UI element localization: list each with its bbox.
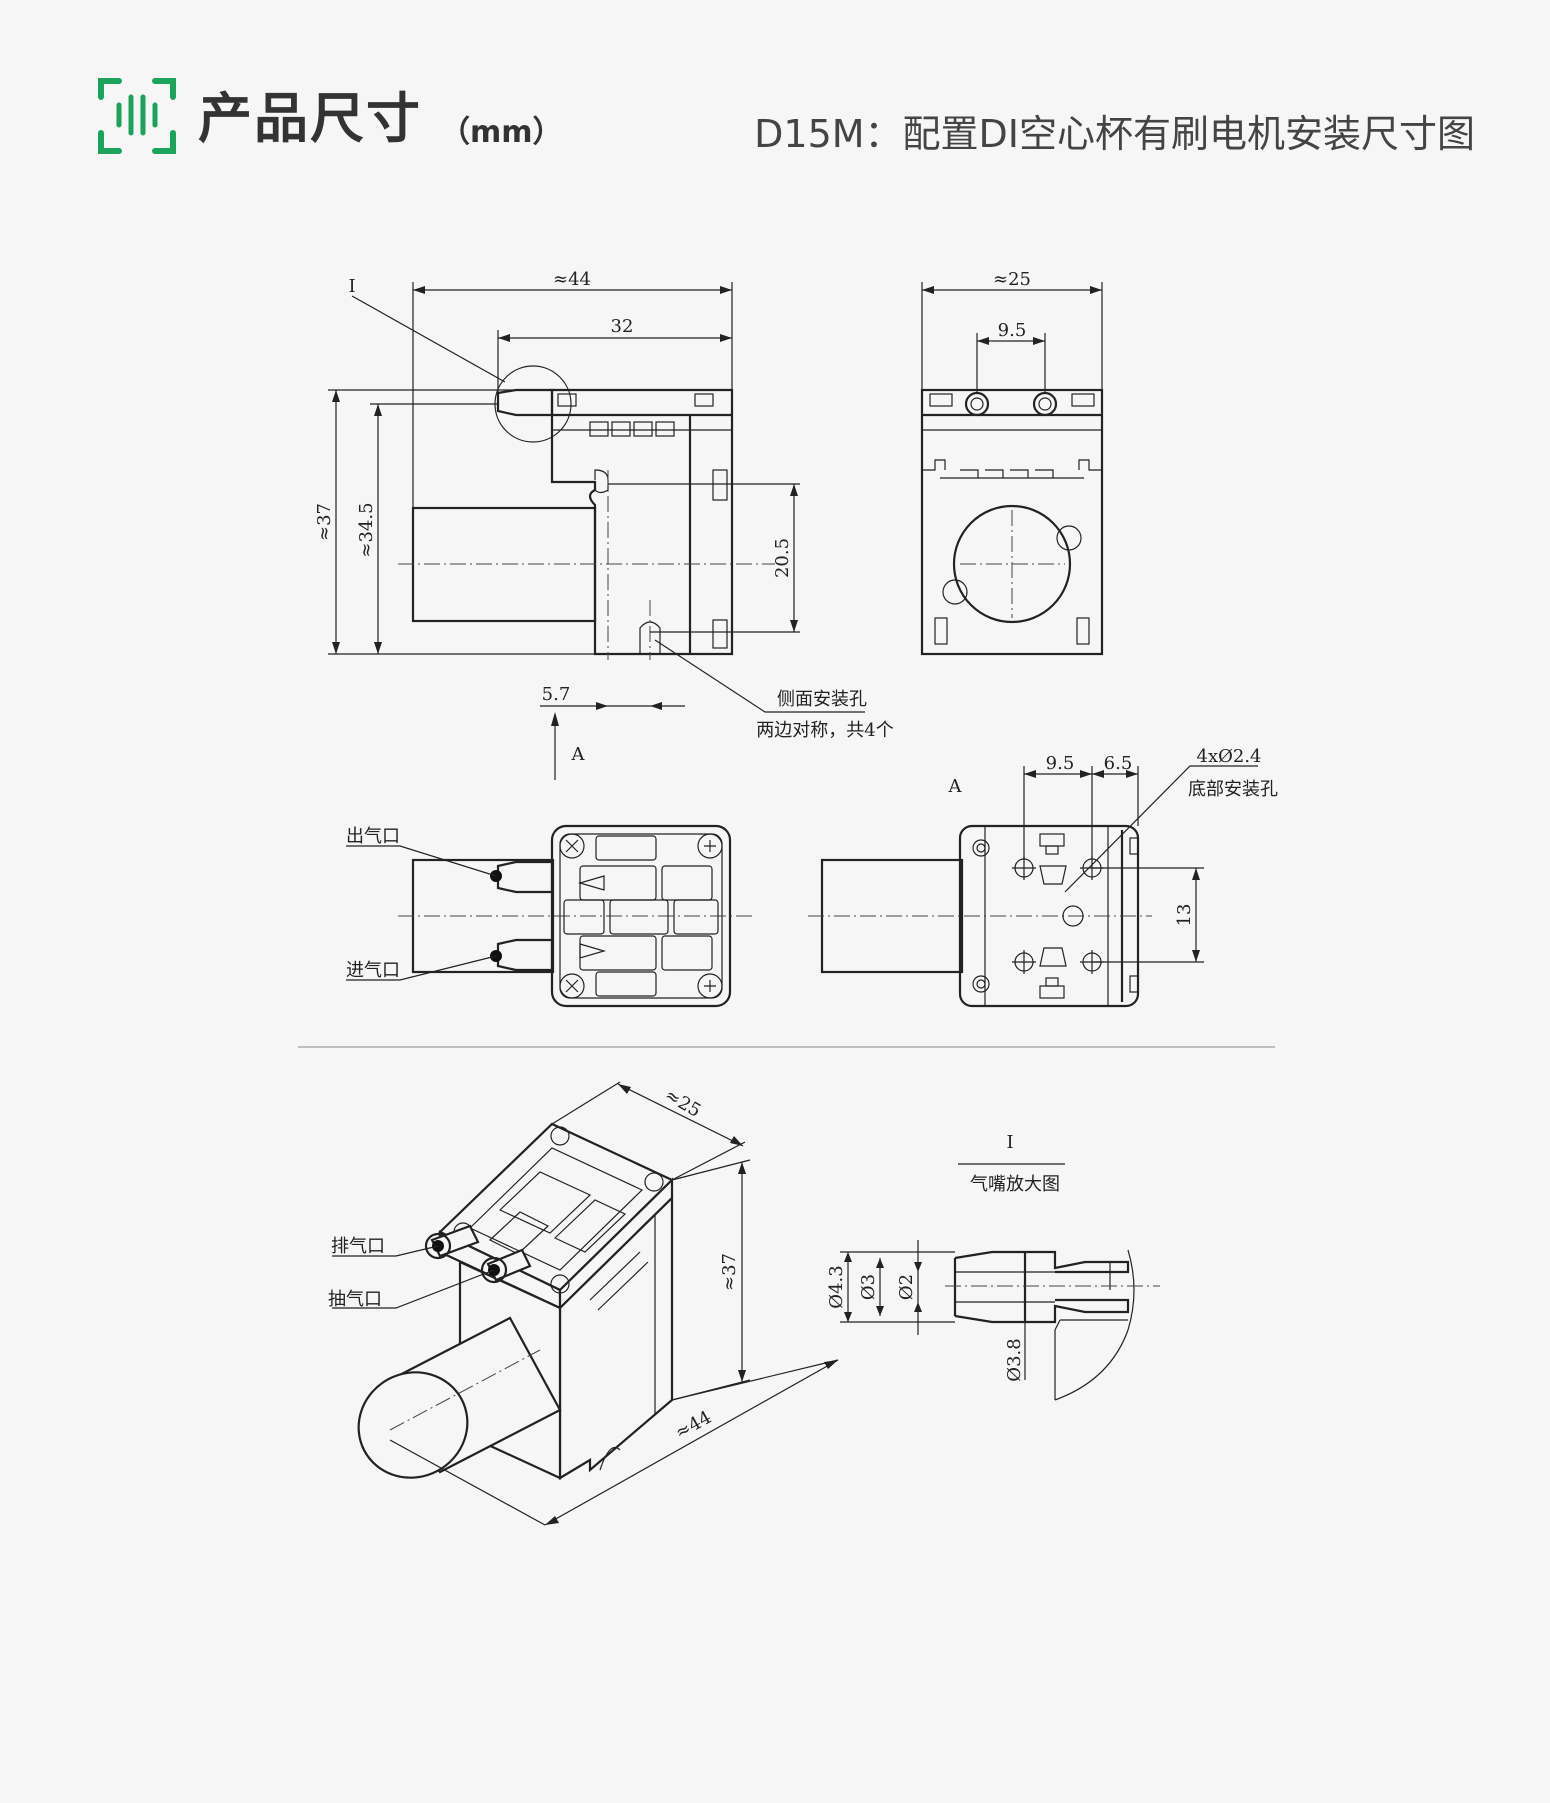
dim-front-hole-spacing: 20.5	[772, 538, 793, 578]
detail-marker-label: I	[348, 276, 355, 297]
top-outlet-nozzle	[496, 860, 554, 894]
dim-iso-length: ≈44	[672, 1407, 715, 1444]
dim-bottom-a: 9.5	[1046, 753, 1075, 774]
dim-detail-d3: Ø2	[896, 1274, 917, 1300]
inlet-label: 进气口	[346, 960, 400, 981]
nozzle-detail-view: I 气嘴放大图 Ø4.3 Ø3 Ø2 Ø3.8	[826, 1132, 1160, 1401]
dim-side-width: ≈25	[993, 269, 1031, 290]
dim-iso-height: ≈37	[719, 1253, 740, 1291]
front-view: ≈44 32 ≈37 ≈34.5 20.5 5.7 I 侧面安装孔 两边对称，共…	[314, 269, 894, 780]
dim-bottom-b: 6.5	[1104, 753, 1133, 774]
dim-front-height-body: ≈34.5	[356, 502, 377, 557]
side-hole-note-line2: 两边对称，共4个	[756, 720, 893, 741]
bottom-hole-note: 底部安装孔	[1188, 779, 1278, 800]
outlet-label: 出气口	[346, 826, 400, 847]
front-pump-body	[550, 388, 734, 656]
detail-view-marker: I	[1006, 1132, 1013, 1153]
side-hole-note-line1: 侧面安装孔	[777, 689, 867, 710]
dim-front-width-body: 32	[611, 316, 634, 337]
dim-detail-d4: Ø3.8	[1004, 1338, 1025, 1381]
detail-nozzle-profile	[954, 1250, 1130, 1324]
suction-label: 抽气口	[328, 1289, 382, 1310]
top-view: 出气口 进气口	[346, 824, 752, 1008]
dim-front-hole-offset: 5.7	[542, 684, 571, 705]
exhaust-label: 排气口	[331, 1236, 385, 1257]
iso-motor-end	[357, 1371, 469, 1479]
side-port-left	[964, 391, 990, 417]
drawing-subtitle: D15M：配置DI空心杯有刷电机安装尺寸图	[754, 112, 1475, 156]
top-inlet-nozzle	[496, 938, 554, 972]
side-motor-face	[952, 504, 1072, 624]
detail-view-title: 气嘴放大图	[970, 1174, 1060, 1195]
bottom-view-label: A	[948, 776, 963, 797]
dim-front-width-total: ≈44	[553, 269, 591, 290]
page-title: 产品尺寸	[198, 87, 422, 150]
view-arrow-a: A	[571, 744, 586, 765]
dim-bottom-c: 13	[1174, 904, 1195, 927]
front-nozzle	[496, 388, 554, 417]
bottom-hole-spec: 4xØ2.4	[1197, 746, 1262, 767]
side-port-right	[1032, 391, 1058, 417]
dim-front-height-total: ≈37	[314, 503, 335, 541]
bottom-view: 9.5 6.5 13 4xØ2.4 底部安装孔 A	[808, 746, 1278, 1008]
dim-detail-d2: Ø3	[858, 1274, 879, 1300]
side-view: ≈25 9.5	[920, 269, 1104, 656]
unit-label: （mm）	[440, 115, 563, 150]
detail-circle	[494, 365, 572, 443]
scan-frame-icon	[98, 78, 176, 154]
dim-side-port-spacing: 9.5	[998, 320, 1027, 341]
dim-detail-d1: Ø4.3	[826, 1265, 847, 1308]
isometric-view: 排气口 抽气口 ≈25 ≈37 ≈44	[328, 1081, 839, 1526]
side-body	[920, 388, 1104, 656]
